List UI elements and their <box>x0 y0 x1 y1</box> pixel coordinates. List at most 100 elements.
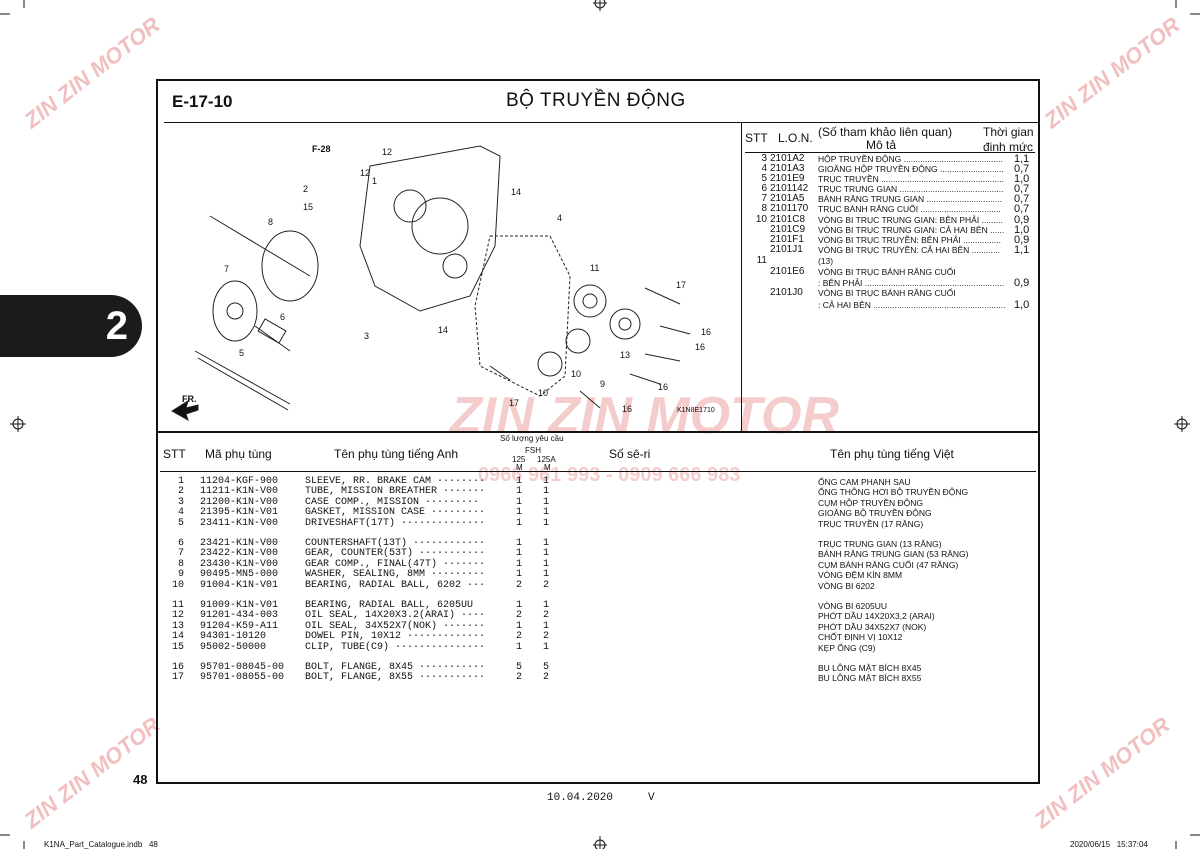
part-name-en: BOLT, FLANGE, 8X45 ··········· <box>305 662 486 673</box>
ref-header-lon: L.O.N. <box>778 131 813 145</box>
part-number: 91009-K1N-V01 <box>200 600 279 611</box>
part-number: 21395-K1N-V01 <box>200 507 279 519</box>
part-number: 95002-50000 <box>200 641 267 653</box>
ref-time: 1,0 <box>1014 224 1030 236</box>
part-callout: 16 <box>622 404 632 414</box>
part-callout: 16 <box>658 382 668 392</box>
watermark-center-brand: ZIN ZIN MOTOR <box>450 387 840 445</box>
part-name-vi: TRỤC TRUYỀN (17 RĂNG) <box>818 518 924 529</box>
part-name-vi: VÒNG ĐỆM KÍN 8MM <box>818 570 903 581</box>
part-qty-125a: 1 <box>543 496 550 508</box>
part-qty-125a: 1 <box>543 548 550 560</box>
ref-desc: VÒNG BI TRỤC TRUNG GIAN: CẢ HAI BÊN ....… <box>818 225 1005 235</box>
ref-desc: TRỤC TRUNG GIAN ........................… <box>818 184 1004 194</box>
part-qty-125a: 1 <box>543 476 550 487</box>
ref-time: 1,0 <box>1014 173 1030 185</box>
part-number: 23411-K1N-V00 <box>200 517 279 529</box>
part-callout: 10 <box>538 388 548 398</box>
part-number: 11204-KGF-900 <box>200 476 279 487</box>
diagram-ref-label: F-28 <box>312 144 331 154</box>
chapter-tab: 2 <box>0 295 142 357</box>
part-name-en: GEAR COMP., FINAL(47T) ······· <box>305 558 486 570</box>
ref-header-time-top: Thời gian <box>983 125 1034 139</box>
part-stt: 3 <box>177 496 184 508</box>
part-qty-125a: 2 <box>543 672 550 684</box>
part-name-vi: CHỐT ĐỊNH VỊ 10X12 <box>818 632 903 643</box>
part-qty-125: 1 <box>516 476 523 487</box>
parts-header-serial: Số sê-ri <box>609 447 651 461</box>
part-name-en: SLEEVE, RR. BRAKE CAM ········ <box>305 476 486 487</box>
part-callout: 17 <box>509 398 519 408</box>
ref-lon: 2101E9 <box>770 173 805 184</box>
part-callout: 14 <box>511 187 521 197</box>
ref-desc: TRỤC BÁNH RĂNG CUỐI ....................… <box>818 204 1001 214</box>
ref-stt: 3 <box>761 153 767 164</box>
part-qty-125: 1 <box>516 496 523 508</box>
ref-time: 0,9 <box>1014 234 1030 246</box>
registration-mark-left <box>10 416 26 432</box>
ref-desc: VÒNG BI TRỤC BÁNH RĂNG CUỐI <box>818 267 956 277</box>
diagram-ref-divider <box>741 122 742 431</box>
parts-header-qty-model: FSH <box>525 446 541 455</box>
part-qty-125: 5 <box>516 662 523 673</box>
ref-header-divider <box>745 152 1035 153</box>
part-qty-125a: 2 <box>543 579 550 591</box>
part-name-en: BOLT, FLANGE, 8X55 ··········· <box>305 672 486 684</box>
parts-header-name-en: Tên phụ tùng tiếng Anh <box>334 447 459 461</box>
part-name-en: DRIVESHAFT(17T) ·············· <box>305 517 486 529</box>
part-stt: 9 <box>177 569 184 581</box>
part-qty-125: 1 <box>516 641 523 653</box>
part-name-vi: GIOĂNG BỘ TRUYỀN ĐỘNG <box>818 508 932 519</box>
part-qty-125: 2 <box>516 631 523 643</box>
part-name-en: OIL SEAL, 14X20X3.2(ARAI) ···· <box>305 610 486 622</box>
ref-desc: VÒNG BI TRỤC TRUYỀN: BÊN PHẢI ..........… <box>818 235 1001 245</box>
ref-time: 0,7 <box>1014 203 1030 215</box>
part-stt: 11 <box>171 600 184 611</box>
part-qty-125: 2 <box>516 672 523 684</box>
part-callout: 16 <box>695 342 705 352</box>
part-stt: 10 <box>171 579 184 591</box>
part-number: 21200-K1N-V00 <box>200 496 279 508</box>
ref-desc: (13) <box>818 256 834 266</box>
parts-header-qty-col2: 125A <box>537 455 556 464</box>
part-qty-125: 2 <box>516 579 523 591</box>
part-name-vi: ỐNG CAM PHANH SAU <box>818 477 911 487</box>
part-name-en: OIL SEAL, 34X52X7(NOK) ······· <box>305 620 486 632</box>
part-stt: 6 <box>177 538 184 549</box>
ref-header-desc-top: (Số tham khảo liên quan) <box>818 125 953 139</box>
part-name-en: COUNTERSHAFT(13T) ············ <box>305 538 486 549</box>
part-qty-125: 2 <box>516 610 523 622</box>
ref-time: 0,9 <box>1014 277 1030 289</box>
part-callout: 4 <box>557 213 562 223</box>
parts-header-qty: Số lượng yêu cầu <box>500 434 564 443</box>
ref-lon: 2101170 <box>770 203 809 214</box>
ref-lon: 2101A2 <box>770 153 805 164</box>
part-name-vi: VÒNG BI 6205UU <box>818 601 887 611</box>
part-number: 11211-K1N-V00 <box>200 486 279 498</box>
part-callout: 8 <box>268 217 273 227</box>
ref-stt: 7 <box>761 193 767 204</box>
footer-mark: V <box>648 792 655 804</box>
part-qty-125a: 5 <box>543 662 550 673</box>
ref-time: 0,9 <box>1014 214 1030 226</box>
ref-desc: VÒNG BI TRỤC TRUYỀN: CẢ HAI BÊN ........… <box>818 245 1000 255</box>
part-stt: 12 <box>171 610 184 622</box>
part-callout: 7 <box>224 264 229 274</box>
ref-desc: GIOĂNG HỘP TRUYỀN ĐỘNG .................… <box>818 164 1004 174</box>
part-qty-125a: 1 <box>543 641 550 653</box>
part-name-vi: ỐNG THÔNG HƠI BỘ TRUYỀN ĐỘNG <box>818 487 969 498</box>
footer-date: 10.04.2020 <box>547 792 614 804</box>
part-number: 91204-K59-A11 <box>200 620 279 632</box>
chapter-number: 2 <box>105 304 128 348</box>
part-qty-125a: 1 <box>543 600 550 611</box>
part-qty-125: 1 <box>516 569 523 581</box>
part-stt: 8 <box>177 558 184 570</box>
ref-desc: VÒNG BI TRỤC TRUNG GIAN: BÊN PHẢI ......… <box>818 215 1003 225</box>
file-timestamp: 2020/06/15 15:37:04 <box>1070 840 1148 849</box>
parts-header-part-no: Mã phụ tùng <box>205 447 272 461</box>
part-callout: 1 <box>372 176 377 186</box>
registration-mark-bottom <box>593 836 607 849</box>
part-callout: 15 <box>303 202 313 212</box>
part-number: 95701-08045-00 <box>200 662 285 673</box>
ref-stt: 4 <box>761 163 767 174</box>
